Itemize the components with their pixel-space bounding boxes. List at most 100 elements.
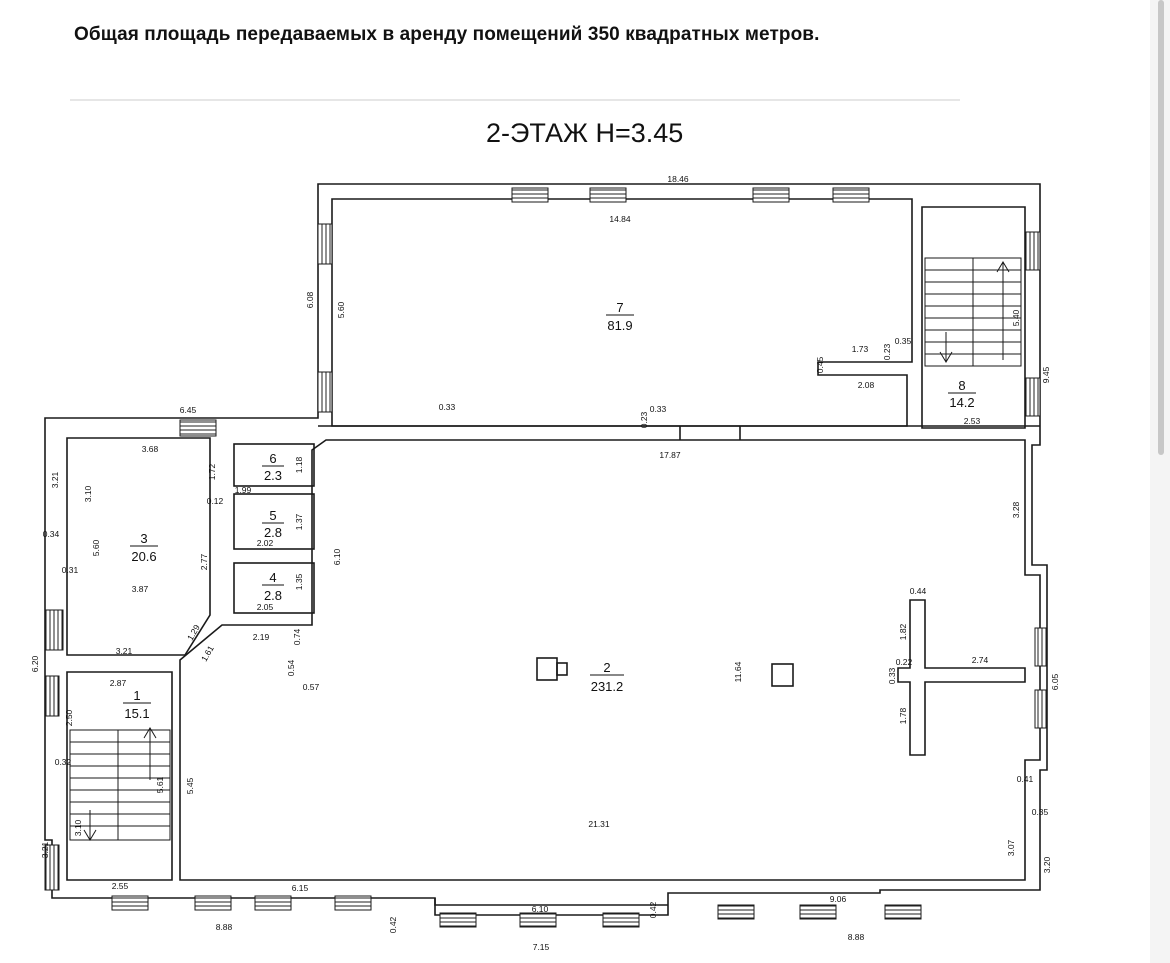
dim-6-20: 6.20 (30, 655, 40, 672)
dim-0-12: 0.12 (207, 496, 224, 506)
dim-1-35: 1.35 (294, 573, 304, 590)
dim-5-40: 5.40 (1011, 309, 1021, 326)
dim-2-19: 2.19 (253, 632, 270, 642)
dim-0-42-a: 0.42 (388, 916, 398, 933)
room-3-number: 3 (140, 531, 147, 546)
dim-3-87: 3.87 (132, 584, 149, 594)
walls (44, 183, 1048, 916)
room-3-area: 20.6 (131, 549, 156, 564)
dim-0-45-a: 0.45 (815, 356, 825, 373)
dim-7-15: 7.15 (533, 942, 550, 952)
room-2-area: 231.2 (591, 679, 624, 694)
room-7-area: 81.9 (607, 318, 632, 333)
dim-1-82: 1.82 (898, 623, 908, 640)
dim-3-21-c: 3.21 (40, 841, 50, 858)
dim-8-88-a: 8.88 (216, 922, 233, 932)
dim-0-74: 0.74 (292, 628, 302, 645)
dim-1-99: 1.99 (235, 485, 252, 495)
dim-5-61: 5.61 (155, 776, 165, 793)
dim-0-33-c: 0.33 (887, 667, 897, 684)
dim-3-21-b: 3.21 (116, 646, 133, 656)
dim-11-64: 11.64 (733, 661, 743, 682)
dim-0-22: 0.22 (896, 657, 913, 667)
bottom-notch (434, 898, 668, 906)
room-4-number: 4 (269, 570, 276, 585)
dim-1-73: 1.73 (852, 344, 869, 354)
dim-1-18: 1.18 (294, 456, 304, 473)
dim-5-60-b: 5.60 (91, 539, 101, 556)
dim-0-41: 0.41 (1017, 774, 1034, 784)
dim-2-53: 2.53 (964, 416, 981, 426)
dim-2-77: 2.77 (199, 553, 209, 570)
dim-1-61: 1.61 (199, 644, 216, 664)
plan-title: 2-ЭТАЖ Н=3.45 (486, 118, 683, 148)
dim-0-35-a: 0.35 (895, 336, 912, 346)
dim-18-46: 18.46 (667, 174, 689, 184)
dim-0-23-a: 0.23 (882, 343, 892, 360)
plan-caption: Общая площадь передаваемых в аренду поме… (74, 24, 820, 45)
dim-2-05: 2.05 (257, 602, 274, 612)
room-6-number: 6 (269, 451, 276, 466)
dim-5-45: 5.45 (185, 777, 195, 794)
room-8-number: 8 (958, 378, 965, 393)
dim-0-33-b: 0.33 (650, 404, 667, 414)
room-8-area: 14.2 (949, 395, 974, 410)
room-7-number: 7 (616, 300, 623, 315)
dim-6-05: 6.05 (1050, 673, 1060, 690)
dim-0-42-b: 0.42 (648, 901, 658, 918)
dim-8-88-b: 8.88 (848, 932, 865, 942)
dim-6-45: 6.45 (180, 405, 197, 415)
dim-0-34: 0.34 (43, 529, 60, 539)
room-3-wall (66, 437, 211, 656)
room-4-wall (233, 562, 315, 614)
dim-14-84: 14.84 (609, 214, 631, 224)
room-6-wall (233, 443, 315, 487)
dim-1-72: 1.72 (207, 463, 217, 480)
square-a (536, 657, 558, 681)
dim-3-07: 3.07 (1006, 839, 1016, 856)
dim-3-28: 3.28 (1011, 501, 1021, 518)
dim-6-10-b: 6.10 (532, 904, 549, 914)
dim-3-10: 3.10 (83, 485, 93, 502)
dim-2-55: 2.55 (112, 881, 129, 891)
dim-1-78: 1.78 (898, 707, 908, 724)
dim-9-45: 9.45 (1041, 366, 1051, 383)
room-6-area: 2.3 (264, 468, 282, 483)
column-wall (897, 599, 1026, 756)
room-5-area: 2.8 (264, 525, 282, 540)
dim-3-68: 3.68 (142, 444, 159, 454)
room-8-wall (921, 206, 1026, 429)
square-a-tab (556, 662, 568, 676)
dim-3-10-b: 3.10 (73, 819, 83, 836)
dim-6-10-a: 6.10 (332, 548, 342, 565)
dim-5-60-a: 5.60 (336, 301, 346, 318)
room-5-wall (233, 493, 315, 550)
room-1-wall (66, 671, 173, 881)
dim-1-37: 1.37 (294, 513, 304, 530)
outer-wall (44, 183, 1048, 916)
dim-2-08: 2.08 (858, 380, 875, 390)
dimension-labels: 18.46 14.84 6.08 5.60 5.40 9.45 0.45 1.7… (30, 174, 1060, 952)
dim-17-87: 17.87 (659, 450, 681, 460)
dim-0-33-a: 0.33 (439, 402, 456, 412)
dim-0-54: 0.54 (286, 659, 296, 676)
dim-0-32: 0.32 (55, 757, 72, 767)
room-5-number: 5 (269, 508, 276, 523)
dim-21-31: 21.31 (588, 819, 610, 829)
hall-wall (179, 439, 1041, 881)
dim-0-35-b: 0.35 (1032, 807, 1049, 817)
dim-2-50: 2.50 (64, 709, 74, 726)
dim-9-06: 9.06 (830, 894, 847, 904)
dim-0-23-b: 0.23 (639, 411, 649, 428)
room-1-number: 1 (133, 688, 140, 703)
scrollbar-track[interactable] (1150, 0, 1170, 963)
dim-2-74: 2.74 (972, 655, 989, 665)
dim-0-44: 0.44 (910, 586, 927, 596)
room-1-area: 15.1 (124, 706, 149, 721)
dim-3-21-a: 3.21 (50, 471, 60, 488)
scrollbar-thumb[interactable] (1158, 0, 1164, 455)
dim-0-31: 0.31 (62, 565, 79, 575)
dim-6-08: 6.08 (305, 291, 315, 308)
dim-2-02: 2.02 (257, 538, 274, 548)
